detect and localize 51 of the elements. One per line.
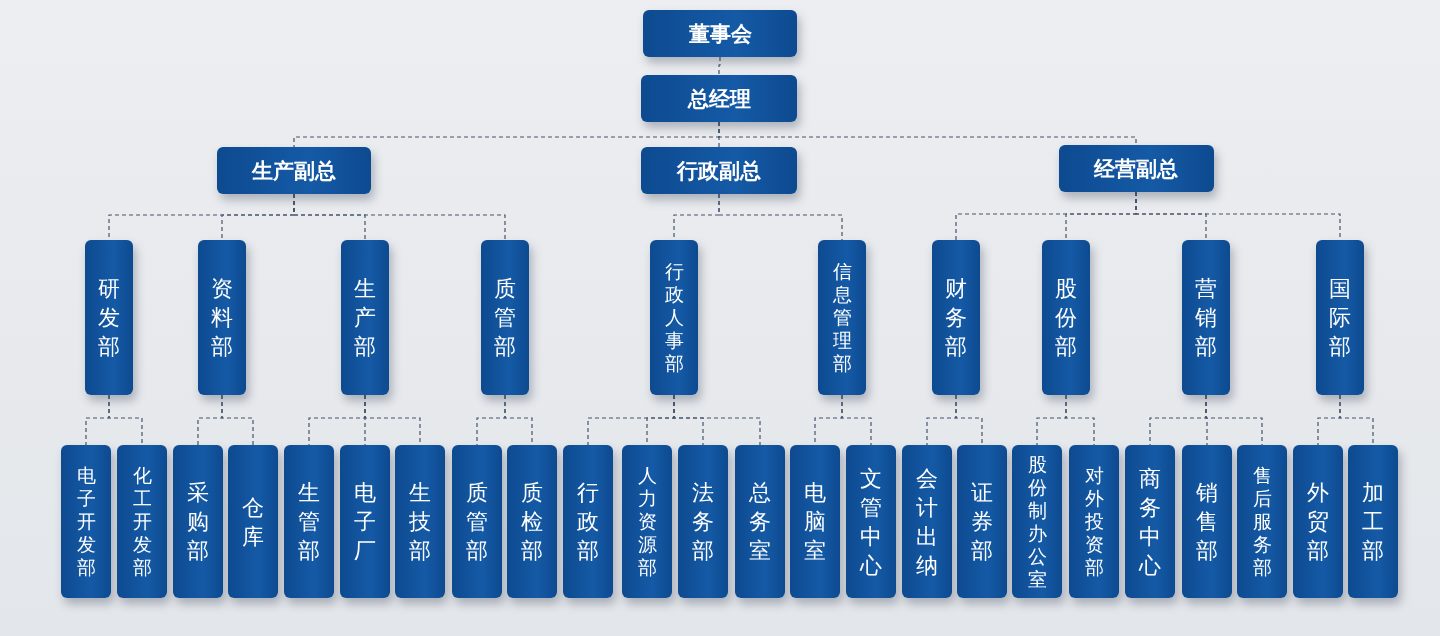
department-box: 研发部: [85, 240, 133, 395]
department-box: 会计出纳: [902, 445, 952, 598]
connector-line: [718, 193, 843, 241]
title-box: 董事会: [643, 10, 797, 57]
title-box: 总经理: [641, 75, 797, 122]
department-box: 对外投资部: [1069, 445, 1119, 598]
connector-line: [1205, 394, 1263, 446]
department-box: 国际部: [1316, 240, 1364, 395]
department-box: 行政人事部: [650, 240, 698, 395]
title-box: 生产副总: [217, 147, 371, 194]
department-box: 生管部: [284, 445, 334, 598]
department-box: 股份部: [1042, 240, 1090, 395]
connector-line: [718, 56, 721, 76]
department-box: 化工开发部: [117, 445, 167, 598]
department-box: 文管中心: [846, 445, 896, 598]
department-box: 人力资源部: [622, 445, 672, 598]
department-box: 行政部: [563, 445, 613, 598]
department-box: 营销部: [1182, 240, 1230, 395]
department-box: 质检部: [507, 445, 557, 598]
department-box: 外贸部: [1293, 445, 1343, 598]
department-box: 总务室: [735, 445, 785, 598]
department-box: 采购部: [173, 445, 223, 598]
department-box: 电脑室: [790, 445, 840, 598]
title-box: 行政副总: [641, 147, 797, 194]
connector-line: [1339, 394, 1374, 446]
department-box: 财务部: [932, 240, 980, 395]
department-box: 销售部: [1182, 445, 1232, 598]
connector-line: [108, 394, 143, 446]
title-box: 经营副总: [1058, 145, 1214, 192]
department-box: 生技部: [395, 445, 445, 598]
connector-line: [293, 193, 506, 241]
department-box: 商务中心: [1125, 445, 1175, 598]
department-box: 证券部: [957, 445, 1007, 598]
department-box: 生产部: [341, 240, 389, 395]
department-box: 加工部: [1348, 445, 1398, 598]
department-box: 股份制办公室: [1012, 445, 1062, 598]
connector-line: [673, 394, 761, 446]
department-box: 法务部: [678, 445, 728, 598]
department-box: 售后服务部: [1237, 445, 1287, 598]
department-box: 质管部: [452, 445, 502, 598]
department-box: 电子开发部: [61, 445, 111, 598]
department-box: 质管部: [481, 240, 529, 395]
connector-line: [221, 394, 254, 446]
connector-line: [1065, 394, 1095, 446]
department-box: 电子厂: [340, 445, 390, 598]
connector-line: [718, 121, 1137, 146]
department-box: 信息管理部: [818, 240, 866, 395]
department-box: 仓库: [228, 445, 278, 598]
department-box: 资料部: [198, 240, 246, 395]
connector-line: [955, 394, 983, 446]
connector-line: [841, 394, 872, 446]
